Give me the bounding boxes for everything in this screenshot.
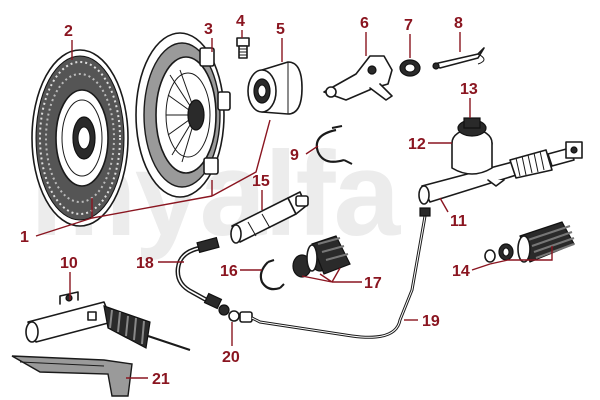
callout-2: 2 — [64, 23, 73, 40]
callout-7: 7 — [404, 17, 413, 34]
slave-cylinder — [230, 191, 309, 244]
callout-20: 20 — [222, 349, 240, 366]
boot-and-washers — [484, 221, 575, 263]
callout-14: 14 — [452, 263, 470, 280]
callout-labels: 1 2 3 4 5 6 7 8 9 10 11 12 13 14 15 16 1… — [20, 13, 478, 388]
callout-10: 10 — [60, 255, 78, 272]
callout-11: 11 — [450, 213, 467, 230]
rigid-pipe — [251, 207, 431, 339]
callout-8: 8 — [454, 15, 463, 32]
callout-17: 17 — [364, 275, 382, 292]
slave-cylinder-assembly — [25, 291, 191, 351]
leader-lines — [35, 30, 553, 379]
release-bearing — [247, 61, 303, 115]
callout-15: 15 — [252, 173, 270, 190]
snap-ring — [259, 259, 285, 291]
callout-4: 4 — [236, 13, 245, 30]
seal-ring — [399, 59, 421, 77]
callout-9: 9 — [290, 147, 299, 164]
callout-16: 16 — [220, 263, 238, 280]
seals-and-boot — [292, 235, 351, 278]
pressure-plate — [135, 32, 231, 198]
callout-5: 5 — [276, 21, 285, 38]
heat-shield — [11, 355, 133, 397]
callout-3: 3 — [204, 21, 213, 38]
callout-21: 21 — [152, 371, 170, 388]
callout-12: 12 — [408, 136, 426, 153]
retaining-clip — [315, 125, 353, 165]
callout-19: 19 — [422, 313, 440, 330]
callout-1: 1 — [20, 229, 29, 246]
callout-13: 13 — [460, 81, 478, 98]
clutch-disc — [31, 49, 129, 227]
release-fork — [323, 55, 393, 101]
callout-18: 18 — [136, 255, 154, 272]
bolt — [236, 37, 250, 59]
master-cylinder — [418, 117, 583, 205]
spring-clip — [432, 47, 485, 70]
flexible-hose — [175, 236, 253, 323]
callout-6: 6 — [360, 15, 369, 32]
